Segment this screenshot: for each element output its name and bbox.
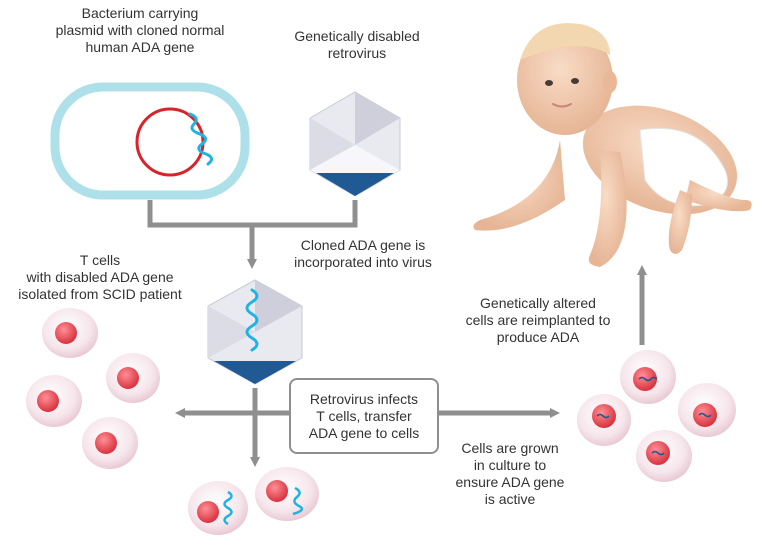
reimplant-label: Genetically altered cells are reimplante…: [465, 295, 611, 345]
patient-t-cells: [26, 308, 160, 469]
retrovirus: [309, 91, 401, 197]
bacterium-label: Bacterium carrying plasmid with cloned n…: [55, 5, 225, 55]
t-cells-label: T cells with disabled ADA gene isolated …: [18, 252, 182, 302]
transfected-cells: [188, 467, 319, 535]
cultured-cells: [577, 350, 736, 482]
bacterium: [50, 82, 250, 200]
cloned-gene-label: Cloned ADA gene is incorporated into vir…: [294, 237, 432, 270]
connector-arrows: [147, 200, 358, 269]
retrovirus-label: Genetically disabled retrovirus: [294, 28, 420, 61]
baby-illustration: [473, 23, 752, 267]
infection-arrows: [175, 265, 647, 467]
ada-gene: [188, 112, 213, 166]
virus-with-ada-gene: [207, 279, 303, 385]
culture-label: Cells are grown in culture to ensure ADA…: [455, 440, 565, 507]
infection-step-box: Retrovirus infects T cells, transfer ADA…: [289, 378, 439, 454]
